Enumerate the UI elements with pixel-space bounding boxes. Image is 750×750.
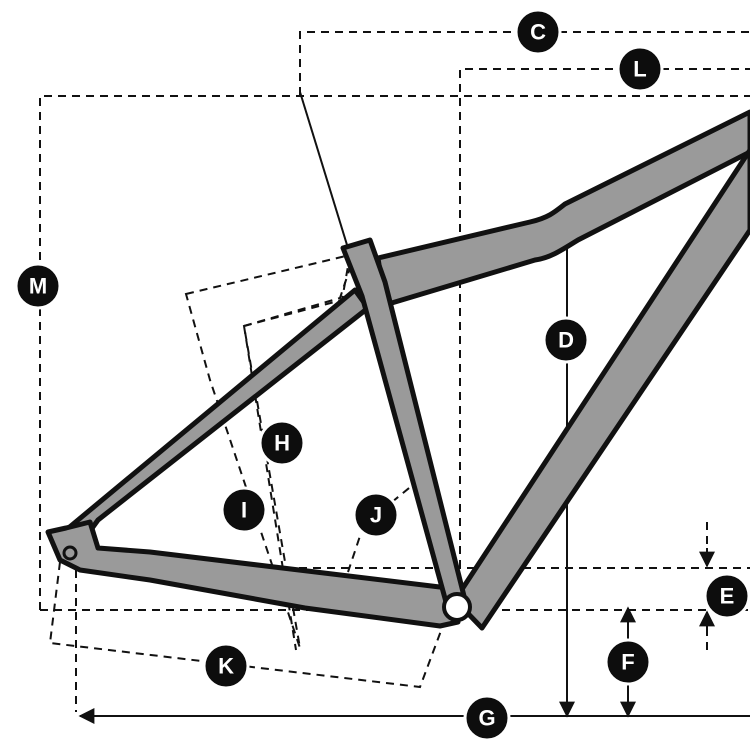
badge-f: F (604, 638, 652, 686)
badge-c-text: C (530, 20, 546, 45)
badge-j: J (352, 491, 400, 539)
badge-l-text: L (633, 57, 646, 82)
badge-i-text: I (241, 498, 247, 523)
chain-stay (45, 519, 461, 629)
seat-stay (63, 287, 371, 541)
badge-d: D (542, 316, 590, 364)
badge-c: C (514, 8, 562, 56)
badge-i: I (220, 486, 268, 534)
dimension-j-line (347, 483, 415, 573)
rear-dropout (62, 545, 78, 561)
badge-j-text: J (370, 503, 382, 528)
down-tube (452, 147, 750, 631)
badge-k-text: K (218, 654, 234, 679)
badge-e: E (703, 572, 750, 620)
badge-l: L (616, 45, 664, 93)
badge-e-text: E (720, 584, 735, 609)
dimension-c-line (299, 31, 750, 95)
badge-h: H (258, 419, 306, 467)
bike-frame (45, 109, 750, 631)
top-tube (375, 109, 750, 308)
dimension-m-line (39, 95, 750, 610)
badge-g: G (463, 694, 511, 742)
badge-k: K (202, 642, 250, 690)
bottom-bracket (442, 592, 472, 622)
badge-m: M (14, 262, 62, 310)
badge-d-text: D (558, 328, 574, 353)
badge-m-text: M (29, 274, 47, 299)
badge-h-text: H (274, 431, 290, 456)
badge-f-text: F (621, 650, 634, 675)
badge-g-text: G (478, 706, 495, 731)
